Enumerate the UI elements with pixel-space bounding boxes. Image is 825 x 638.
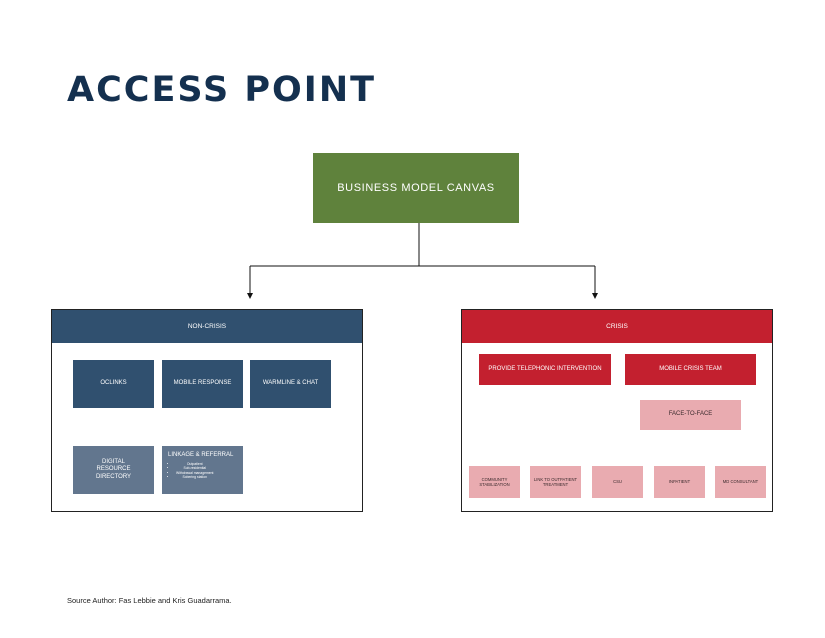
warmline-chat-box: WARMLINE & CHAT [250,360,331,408]
business-model-canvas-label: BUSINESS MODEL CANVAS [337,182,495,194]
outcome-inpatient: INPATIENT [654,466,705,498]
face-to-face-box: FACE-TO-FACE [640,400,741,430]
non-crisis-header-label: NON-CRISIS [187,323,227,330]
oclinks-box: OCLINKS [73,360,154,408]
outcome-csu: CSU [592,466,643,498]
outcome-link-to-outpatient: LINK TO OUTPATIENT TREATMENT [530,466,581,498]
oclinks-label: OCLINKS [100,380,127,387]
source-footer: Source Author: Fas Lebbie and Kris Guada… [67,596,232,605]
crisis-panel: CRISIS PROVIDE TELEPHONIC INTERVENTION M… [461,309,773,512]
linkage-item: Withdrawal management [176,471,214,476]
outcome-community-stabilization: COMMUNITY STABILIZATION [469,466,520,498]
linkage-item: Sobering station [176,475,214,480]
mobile-crisis-team-box: MOBILE CRISIS TEAM [625,354,756,385]
outcome-label: INPATIENT [668,479,691,485]
digital-resource-label: DIGITAL RESOURCE DIRECTORY [95,458,132,480]
linkage-item: Sub-residential [176,466,214,471]
mobile-response-label: MOBILE RESPONSE [173,380,232,387]
outcome-label: COMMUNITY STABILIZATION [479,476,510,487]
linkage-item: Outpatient [176,462,214,467]
face-to-face-label: FACE-TO-FACE [668,411,713,418]
digital-resource-box: DIGITAL RESOURCE DIRECTORY [73,446,154,494]
outcome-label: CSU [613,479,622,485]
business-model-canvas-box: BUSINESS MODEL CANVAS [313,153,519,223]
outcome-label: MD CONSULTANT [722,479,759,485]
mobile-crisis-team-label: MOBILE CRISIS TEAM [659,365,722,372]
linkage-referral-box: LINKAGE & REFERRAL Outpatient Sub-reside… [162,446,243,494]
warmline-chat-label: WARMLINE & CHAT [262,380,319,387]
non-crisis-panel: NON-CRISIS OCLINKS MOBILE RESPONSE WARML… [51,309,363,512]
outcome-label: LINK TO OUTPATIENT TREATMENT [533,476,578,487]
crisis-header-label: CRISIS [606,323,628,330]
telephonic-intervention-box: PROVIDE TELEPHONIC INTERVENTION [479,354,611,385]
outcome-md-consultant: MD CONSULTANT [715,466,766,498]
non-crisis-header: NON-CRISIS [52,310,362,343]
linkage-referral-title: LINKAGE & REFERRAL [168,452,234,458]
mobile-response-box: MOBILE RESPONSE [162,360,243,408]
linkage-referral-list: Outpatient Sub-residential Withdrawal ma… [168,462,214,480]
page-title: ACCESS POINT [67,70,376,110]
telephonic-intervention-label: PROVIDE TELEPHONIC INTERVENTION [488,365,602,372]
crisis-header: CRISIS [462,310,772,343]
